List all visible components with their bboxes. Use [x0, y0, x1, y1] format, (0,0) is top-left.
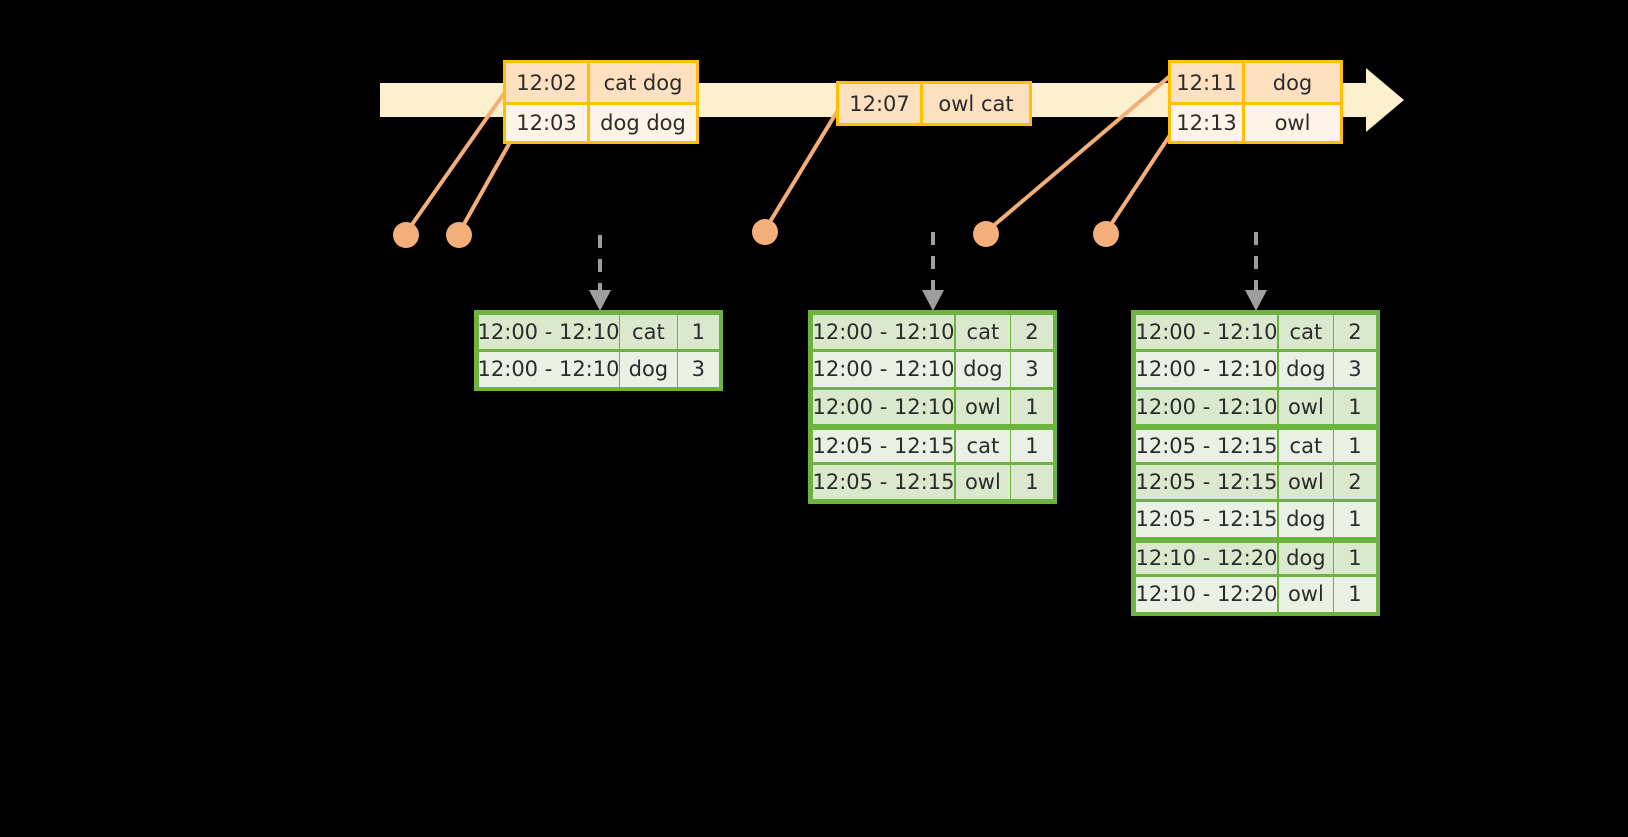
table-input-arrows: [589, 232, 1267, 311]
cell-window-range: 12:05 - 12:15: [1135, 502, 1278, 537]
down-arrow-table-2: [922, 232, 944, 311]
cell-word: owl: [955, 389, 1010, 424]
event-time: 12:13: [1171, 105, 1245, 141]
table-row[interactable]: 12:00 - 12:10 cat 1: [477, 313, 720, 351]
connector-dot: [1093, 221, 1119, 247]
table-row[interactable]: 12:05 - 12:15 cat 1: [811, 425, 1054, 464]
table-row[interactable]: 12:10 - 12:20 owl 1: [1134, 576, 1377, 614]
cell-word: cat: [1278, 314, 1333, 349]
connector-dots: [393, 219, 1119, 248]
table-row[interactable]: 12:00 - 12:10 dog 3: [477, 351, 720, 389]
event-text: owl: [1245, 105, 1340, 141]
down-arrow-table-1: [589, 235, 611, 311]
event-group-1[interactable]: 12:02 cat dog 12:03 dog dog: [503, 60, 699, 144]
table-row[interactable]: 12:00 - 12:10 owl 1: [1134, 388, 1377, 426]
cell-word: dog: [955, 352, 1010, 387]
table-row[interactable]: 12:05 - 12:15 owl 2: [1134, 463, 1377, 501]
cell-word: owl: [1278, 577, 1333, 612]
cell-count: 1: [1334, 542, 1376, 574]
cell-count: 1: [1334, 389, 1376, 424]
cell-word: dog: [620, 352, 677, 387]
table-row[interactable]: 12:00 - 12:10 owl 1: [811, 388, 1054, 426]
result-table-2[interactable]: 12:00 - 12:10 cat 2 12:00 - 12:10 dog 3 …: [808, 310, 1057, 504]
cell-count: 2: [1011, 314, 1053, 349]
cell-window-range: 12:00 - 12:10: [812, 389, 955, 424]
cell-window-range: 12:10 - 12:20: [1135, 577, 1278, 612]
result-table-3[interactable]: 12:00 - 12:10 cat 2 12:00 - 12:10 dog 3 …: [1131, 310, 1380, 616]
result-table-1[interactable]: 12:00 - 12:10 cat 1 12:00 - 12:10 dog 3: [474, 310, 723, 391]
cell-count: 3: [678, 352, 719, 387]
cell-count: 1: [1334, 502, 1376, 537]
cell-window-range: 12:00 - 12:10: [1135, 352, 1278, 387]
cell-count: 2: [1334, 314, 1376, 349]
table-row[interactable]: 12:05 - 12:15 owl 1: [811, 463, 1054, 501]
table-row[interactable]: 12:00 - 12:10 dog 3: [1134, 351, 1377, 389]
cell-window-range: 12:00 - 12:10: [478, 314, 619, 349]
cell-window-range: 12:05 - 12:15: [812, 430, 955, 462]
cell-count: 1: [1334, 430, 1376, 462]
connector-dot: [446, 222, 472, 248]
cell-window-range: 12:00 - 12:10: [812, 314, 955, 349]
event-text: dog dog: [590, 105, 696, 141]
event-row[interactable]: 12:02 cat dog: [506, 63, 696, 102]
cell-count: 1: [1011, 464, 1053, 499]
event-time: 12:02: [506, 63, 590, 102]
cell-count: 1: [678, 314, 719, 349]
cell-word: owl: [1278, 389, 1333, 424]
cell-window-range: 12:10 - 12:20: [1135, 542, 1278, 574]
cell-word: owl: [1278, 464, 1333, 499]
cell-window-range: 12:00 - 12:10: [812, 352, 955, 387]
cell-word: cat: [620, 314, 677, 349]
event-time: 12:07: [839, 84, 923, 123]
event-group-2[interactable]: 12:07 owl cat: [836, 81, 1032, 126]
cell-window-range: 12:00 - 12:10: [1135, 314, 1278, 349]
cell-count: 1: [1011, 389, 1053, 424]
down-arrow-table-3: [1245, 232, 1267, 311]
cell-word: dog: [1278, 542, 1333, 574]
cell-count: 3: [1334, 352, 1376, 387]
cell-word: owl: [955, 464, 1010, 499]
table-row[interactable]: 12:00 - 12:10 cat 2: [1134, 313, 1377, 351]
event-time: 12:03: [506, 105, 590, 141]
cell-word: cat: [1278, 430, 1333, 462]
connector-dot: [393, 222, 419, 248]
event-text: owl cat: [923, 84, 1029, 123]
connector-dot: [752, 219, 778, 245]
event-row[interactable]: 12:11 dog: [1171, 63, 1340, 102]
cell-count: 3: [1011, 352, 1053, 387]
connector-dot: [973, 221, 999, 247]
event-row[interactable]: 12:03 dog dog: [506, 102, 696, 141]
cell-window-range: 12:00 - 12:10: [478, 352, 619, 387]
event-text: dog: [1245, 63, 1340, 102]
cell-count: 2: [1334, 464, 1376, 499]
cell-window-range: 12:05 - 12:15: [812, 464, 955, 499]
table-row[interactable]: 12:05 - 12:15 dog 1: [1134, 501, 1377, 539]
event-group-3[interactable]: 12:11 dog 12:13 owl: [1168, 60, 1343, 144]
cell-word: dog: [1278, 502, 1333, 537]
cell-window-range: 12:05 - 12:15: [1135, 464, 1278, 499]
table-row[interactable]: 12:10 - 12:20 dog 1: [1134, 538, 1377, 576]
event-row[interactable]: 12:07 owl cat: [839, 84, 1029, 123]
table-row[interactable]: 12:05 - 12:15 cat 1: [1134, 425, 1377, 464]
event-text: cat dog: [590, 63, 696, 102]
table-row[interactable]: 12:00 - 12:10 cat 2: [811, 313, 1054, 351]
cell-word: cat: [955, 314, 1010, 349]
cell-word: dog: [1278, 352, 1333, 387]
table-row[interactable]: 12:00 - 12:10 dog 3: [811, 351, 1054, 389]
cell-count: 1: [1011, 430, 1053, 462]
cell-word: cat: [955, 430, 1010, 462]
cell-window-range: 12:00 - 12:10: [1135, 389, 1278, 424]
event-time: 12:11: [1171, 63, 1245, 102]
cell-window-range: 12:05 - 12:15: [1135, 430, 1278, 462]
cell-count: 1: [1334, 577, 1376, 612]
event-row[interactable]: 12:13 owl: [1171, 102, 1340, 141]
